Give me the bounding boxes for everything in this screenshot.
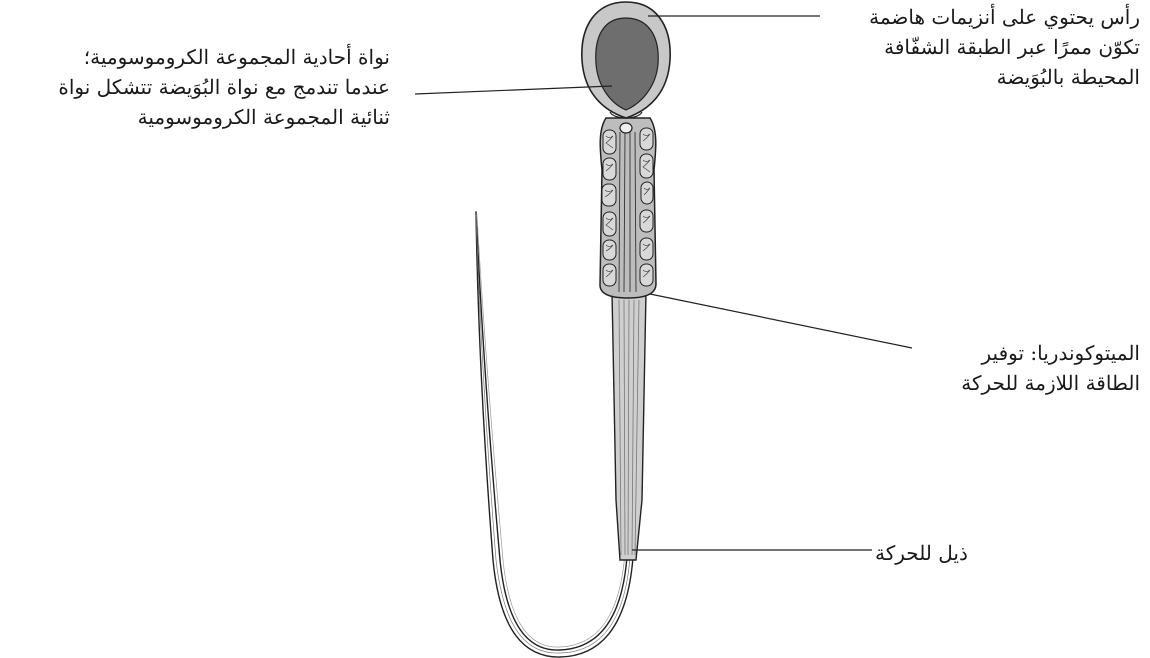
midpiece	[600, 118, 656, 298]
head	[582, 2, 670, 118]
nucleus-label-line-1: نواة أحادية المجموعة الكروموسومية؛	[58, 42, 390, 72]
mitochondria-label-line-2: الطاقة اللازمة للحركة	[900, 368, 1140, 398]
tail-label: ذيل للحركة	[875, 538, 968, 568]
principal-piece	[612, 292, 646, 560]
leader-line-nucleus	[415, 86, 612, 94]
centriole	[620, 123, 632, 133]
head-label-line-2: تكوّن ممرًا عبر الطبقة الشفّافة	[869, 32, 1140, 62]
nucleus-label: نواة أحادية المجموعة الكروموسومية؛ عندما…	[58, 42, 390, 132]
mitochondria-label-line-1: الميتوكوندريا: توفير	[900, 338, 1140, 368]
mitochondria-label: الميتوكوندريا: توفير الطاقة اللازمة للحر…	[900, 338, 1140, 398]
nucleus-label-line-3: ثنائية المجموعة الكروموسومية	[58, 102, 390, 132]
leader-line-mitochondria	[650, 294, 912, 348]
nucleus-label-line-2: عندما تندمج مع نواة البُوَيضة تتشكل نواة	[58, 72, 390, 102]
head-label-line-1: رأس يحتوي على أنزيمات هاضمة	[869, 2, 1140, 32]
head-label: رأس يحتوي على أنزيمات هاضمة تكوّن ممرًا …	[869, 2, 1140, 92]
tail-label-line-1: ذيل للحركة	[875, 538, 968, 568]
head-label-line-3: المحيطة بالبُوَيضة	[869, 62, 1140, 92]
